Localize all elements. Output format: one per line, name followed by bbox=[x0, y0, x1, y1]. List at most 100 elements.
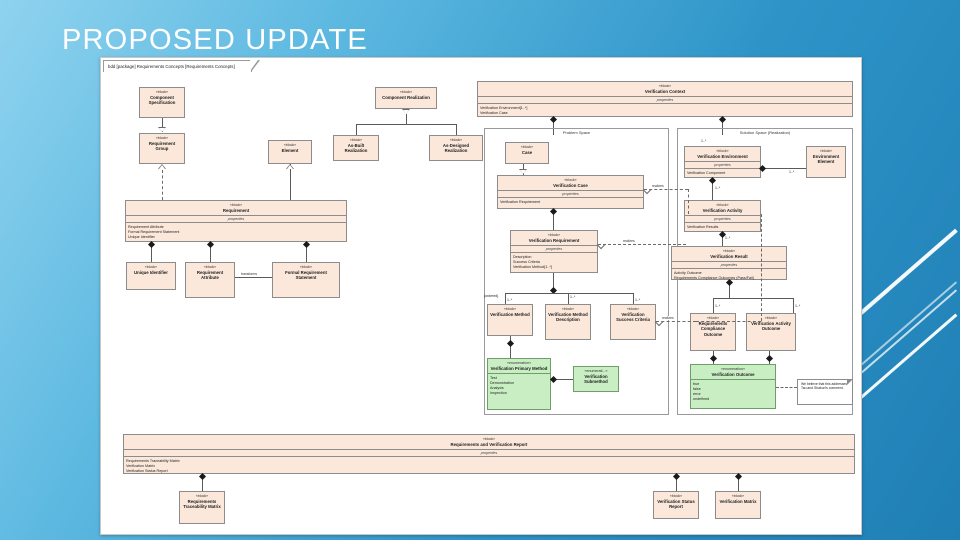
block-verification-case[interactable]: «block» Verification Case properties Ver… bbox=[497, 175, 644, 209]
frame-label-solution-space: Solution Space (Realization) bbox=[739, 130, 791, 135]
composition-diamond bbox=[198, 472, 206, 481]
multiplicity-label: 1..* bbox=[570, 295, 576, 299]
multiplicity-label: 1..* bbox=[715, 186, 721, 190]
block-name: Verification Matrix bbox=[719, 499, 757, 505]
edge-label-ordered: {ordered} bbox=[484, 294, 499, 298]
edge-label-transforms: transforms bbox=[240, 272, 259, 276]
compartment-label: properties bbox=[124, 449, 854, 456]
property-item: Verification Method[1..*] bbox=[513, 264, 552, 269]
block-verification-activity-outcome[interactable]: «block» Verification Activity Outcome bbox=[746, 313, 796, 351]
stereotype-label: «block» bbox=[561, 307, 575, 311]
stereotype-label: «block» bbox=[195, 494, 209, 498]
multiplicity-label: 1..* bbox=[715, 304, 721, 308]
property-item: Success Criteria bbox=[513, 259, 540, 264]
block-verification-method-description[interactable]: «block» Verification Method Description bbox=[545, 304, 591, 340]
block-properties: Requirements Traceability Matrix Verific… bbox=[124, 456, 854, 475]
block-requirements-traceability-matrix[interactable]: «block» Requirements Traceability Matrix bbox=[179, 491, 225, 524]
literal-item: undefined bbox=[693, 396, 710, 401]
edge-label-realizes: realizes bbox=[661, 316, 675, 320]
block-name: Environment Element bbox=[812, 154, 840, 165]
literal-item: true bbox=[693, 381, 700, 386]
connector-line bbox=[696, 321, 761, 322]
compartment-label: properties bbox=[478, 96, 852, 103]
stereotype-label: «block» bbox=[731, 494, 745, 498]
composition-line bbox=[553, 117, 554, 135]
association-line bbox=[633, 293, 634, 304]
block-case[interactable]: «block» Case bbox=[505, 142, 549, 164]
block-component-specification[interactable]: «block» Component Specification bbox=[139, 87, 185, 118]
block-name: Requirements Compliance Outcome bbox=[698, 321, 728, 337]
block-requirement[interactable]: «block» Requirement properties Requireme… bbox=[125, 200, 347, 242]
composition-line bbox=[738, 474, 739, 491]
block-environment-element[interactable]: «block» Environment Element bbox=[806, 146, 846, 178]
enumeration-verification-submethod[interactable]: «enumerati...» Verification Submethod bbox=[573, 366, 619, 392]
generalization-line bbox=[356, 124, 357, 135]
block-as-designed-realization[interactable]: «block» As-Designed Realization bbox=[429, 135, 483, 161]
block-verification-environment[interactable]: «block» Verification Environment propert… bbox=[684, 146, 761, 178]
connector-line bbox=[761, 214, 762, 321]
composition-line bbox=[210, 242, 211, 262]
property-item: Requirement Attribute bbox=[128, 224, 164, 229]
block-unique-identifier[interactable]: «block» Unique Identifier bbox=[126, 262, 176, 290]
block-verification-result[interactable]: «block» Verification Result properties A… bbox=[671, 246, 787, 280]
block-name: Verification Requirement bbox=[528, 238, 580, 244]
composition-line bbox=[553, 209, 554, 230]
stereotype-label: «block» bbox=[520, 145, 534, 149]
composition-line bbox=[722, 232, 723, 246]
realizes-line bbox=[688, 189, 689, 214]
block-verification-requirement[interactable]: «block» Verification Requirement propert… bbox=[510, 230, 598, 273]
block-verification-context[interactable]: «block» Verification Context properties … bbox=[477, 81, 853, 117]
block-properties: Verification Environment[1..*] Verificat… bbox=[478, 103, 852, 117]
block-verification-activity[interactable]: «block» Verification Activity properties… bbox=[684, 200, 761, 232]
composition-diamond bbox=[734, 472, 742, 481]
block-requirements-and-verification-report[interactable]: «block» Requirements and Verification Re… bbox=[123, 434, 855, 474]
block-requirements-compliance-outcome[interactable]: «block» Requirements Compliance Outcome bbox=[690, 313, 736, 351]
stereotype-label: «block» bbox=[564, 178, 577, 182]
enumeration-verification-primary-method[interactable]: «enumeration» Verification Primary Metho… bbox=[487, 358, 551, 410]
property-item: Requirements Traceability Matrix bbox=[126, 458, 180, 463]
composition-diamond bbox=[718, 115, 726, 124]
block-verification-method[interactable]: «block» Verification Method bbox=[487, 304, 533, 336]
stereotype-label: «enumerati...» bbox=[584, 369, 608, 373]
block-verification-success-criteria[interactable]: «block» Verification Success Criteria bbox=[610, 304, 656, 340]
block-as-built-realization[interactable]: «block» As-Built Realization bbox=[333, 135, 379, 161]
block-name: Case bbox=[521, 150, 533, 156]
composition-diamond bbox=[147, 240, 155, 249]
block-verification-status-report[interactable]: «block» Verification Status Report bbox=[653, 491, 699, 519]
stereotype-label: «block» bbox=[658, 84, 672, 88]
diagram-canvas[interactable]: bdd [package] Requirements Concepts [Req… bbox=[100, 57, 862, 535]
block-component-realization[interactable]: «block» Component Realization bbox=[375, 87, 437, 109]
block-requirement-attribute[interactable]: «block» Requirement Attribute bbox=[185, 262, 235, 298]
block-requirement-group[interactable]: «block» Requirement Group bbox=[139, 133, 185, 164]
composition-line bbox=[729, 280, 730, 298]
property-item: Description bbox=[513, 254, 532, 259]
stereotype-label: «block» bbox=[722, 249, 736, 253]
block-name: Verification Case bbox=[553, 183, 588, 189]
block-verification-matrix[interactable]: «block» Verification Matrix bbox=[715, 491, 761, 519]
compartment-label: properties bbox=[126, 215, 346, 222]
block-name: As-Designed Realization bbox=[442, 143, 470, 154]
composition-line bbox=[722, 117, 723, 135]
multiplicity-label: 1..* bbox=[789, 170, 795, 174]
stereotype-label: «block» bbox=[764, 316, 778, 320]
composition-line bbox=[553, 273, 554, 293]
block-formal-requirement-statement[interactable]: «block» Formal Requirement Statement bbox=[272, 262, 340, 298]
property-item: Unique Identifier bbox=[128, 234, 155, 239]
association-line bbox=[713, 298, 714, 313]
block-name: Verification Status Report bbox=[657, 499, 695, 510]
block-element[interactable]: «block» Element bbox=[268, 140, 312, 164]
stereotype-label: «block» bbox=[706, 316, 720, 320]
compartment-label: properties bbox=[685, 161, 760, 168]
realizes-line bbox=[598, 244, 686, 245]
property-item: Formal Requirement Statement bbox=[128, 229, 180, 234]
multiplicity-label: 1..* bbox=[725, 236, 731, 240]
realizes-line bbox=[644, 189, 688, 190]
dependency-line bbox=[162, 170, 163, 200]
association-line bbox=[235, 277, 272, 278]
block-name: Verification Result bbox=[710, 254, 748, 260]
composition-line bbox=[676, 474, 677, 491]
block-properties: Requirement Attribute Formal Requirement… bbox=[126, 222, 346, 241]
enumeration-verification-outcome[interactable]: «enumeration» Verification Outcome true … bbox=[690, 364, 776, 409]
association-line bbox=[505, 293, 633, 294]
realizes-line bbox=[656, 321, 696, 322]
